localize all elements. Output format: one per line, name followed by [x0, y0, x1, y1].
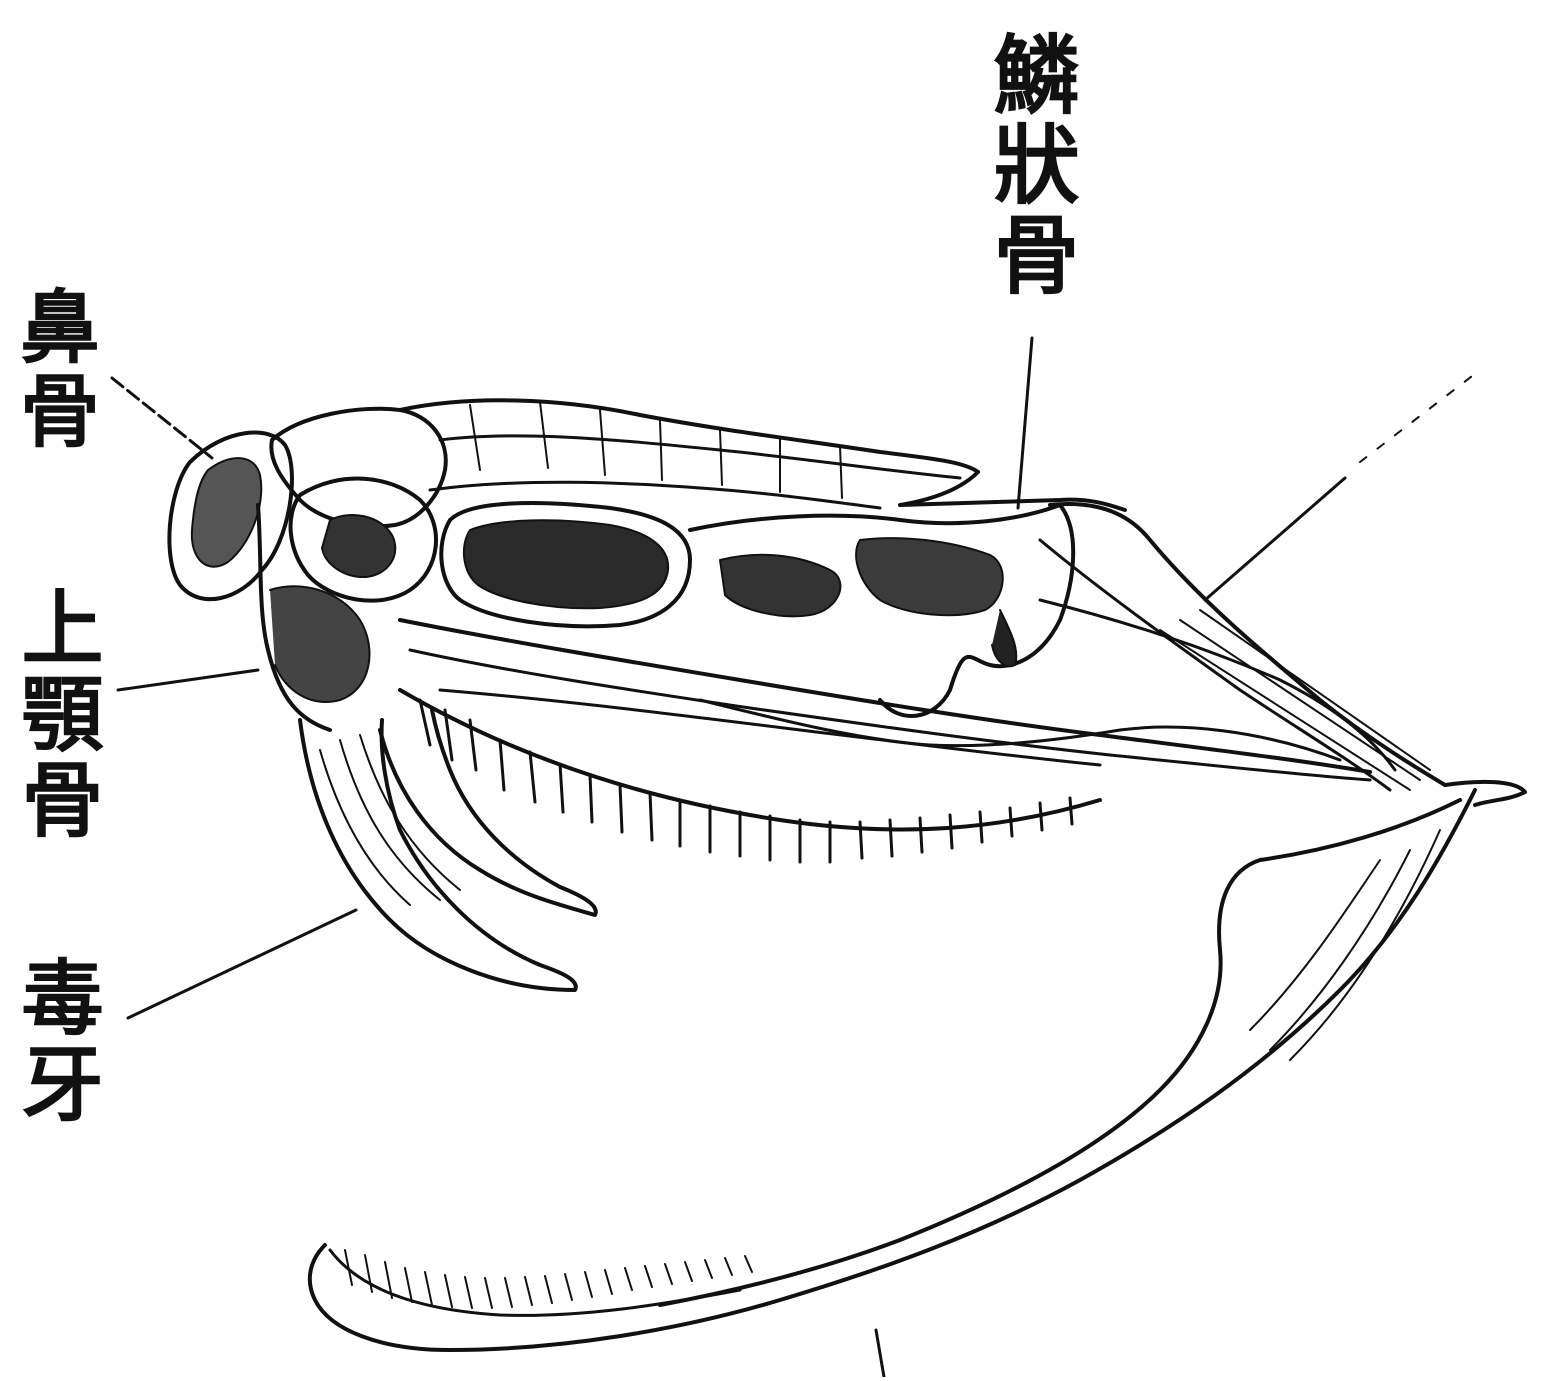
snout-bones [258, 409, 446, 730]
braincase [690, 505, 1073, 716]
leader-maxilla [118, 670, 258, 690]
leader-mandible [876, 1330, 884, 1377]
mandible [310, 782, 1525, 1350]
leader-squamosal [1018, 338, 1032, 508]
maxilla-teeth [400, 690, 1100, 862]
leader-quadrate [1205, 478, 1345, 600]
label-maxilla: 上顎骨 [14, 585, 96, 843]
label-nasal-bone: 鼻骨 [14, 285, 94, 453]
orbit [441, 503, 690, 626]
label-squamosal: 鱗狀骨 [985, 30, 1071, 300]
leader-nasal [112, 378, 212, 458]
leader-quadrate-faint [1360, 370, 1480, 462]
skull-roof [400, 400, 1125, 510]
label-fang: 毒牙 [14, 955, 96, 1127]
fangs [300, 710, 596, 990]
quadrate [1040, 504, 1445, 790]
leader-fang [128, 910, 356, 1018]
pterygoid [400, 620, 1370, 780]
